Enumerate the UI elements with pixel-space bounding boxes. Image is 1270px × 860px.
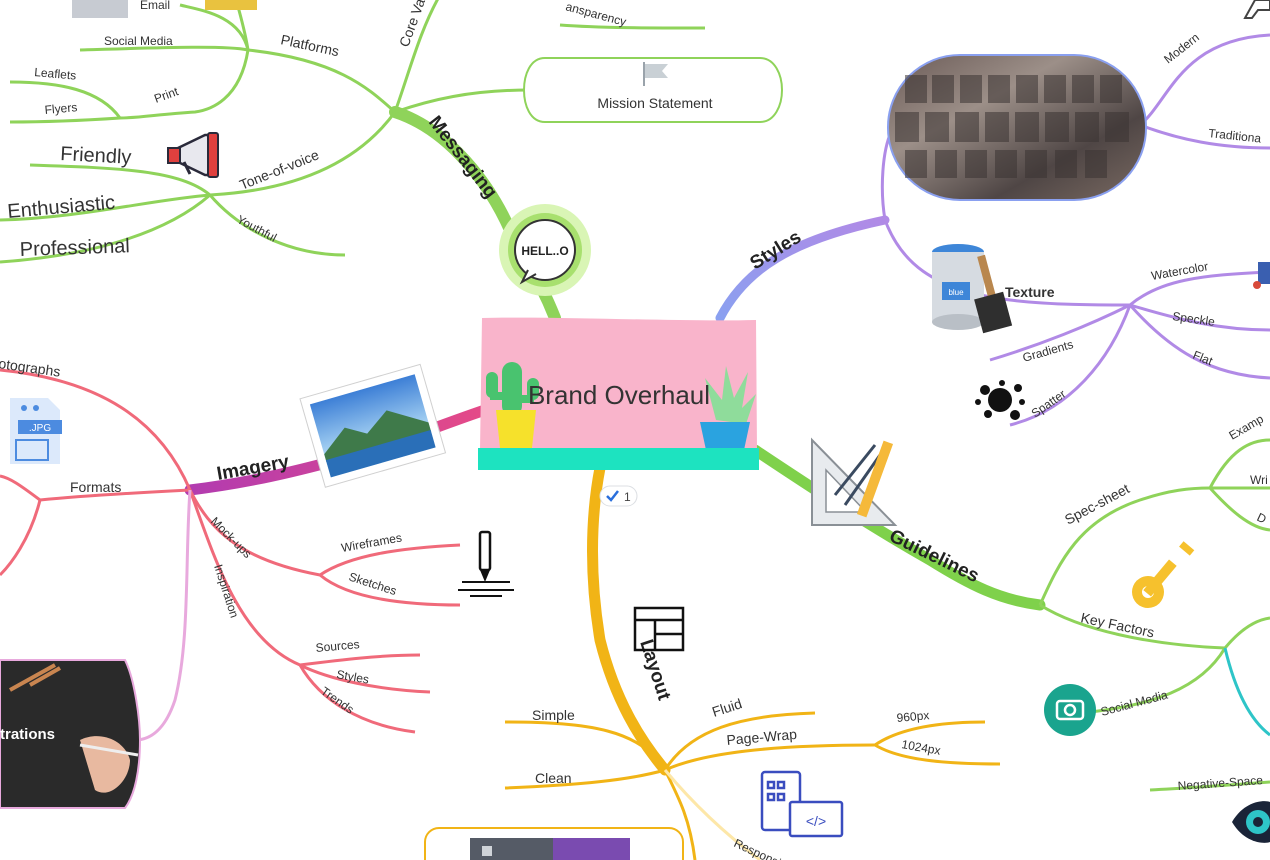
responsive-link [663, 769, 761, 860]
styles-links [880, 33, 1270, 427]
messaging-label: Messaging [424, 112, 501, 202]
messaging-branch[interactable]: Messaging Core Va ansparency Platforms E… [0, 0, 784, 324]
layout-preview-card[interactable] [424, 827, 684, 860]
imagery-links [0, 368, 461, 734]
friendly-label: Friendly [60, 143, 132, 169]
guidelines-label: Guidelines [886, 526, 983, 587]
layout-window-icon [633, 606, 685, 652]
print-label: Print [152, 84, 181, 106]
texture-label: Texture [1005, 284, 1055, 300]
landscape-photo-image[interactable] [299, 363, 447, 488]
traditional-label: Traditiona [1208, 126, 1262, 145]
social-media-label: Social Media [104, 34, 173, 48]
illustrations-label: trations [0, 726, 55, 743]
d-label: D [1255, 510, 1269, 526]
1024px-label: 1024px [900, 737, 941, 758]
letterpress-blocks [895, 75, 1129, 178]
enthusiastic-label: Enthusiastic [7, 192, 116, 223]
key-icon [1132, 541, 1195, 608]
professional-label: Professional [19, 235, 130, 261]
watercolor-label: Watercolor [1150, 259, 1209, 283]
responsive-label: Responsi [732, 836, 783, 860]
negative-space-label: Negative-Space [1177, 773, 1263, 793]
responsive-devices-icon: </> [760, 770, 844, 838]
jpg-file-icon: .JPG [10, 398, 62, 464]
paint-can-text: blue [948, 288, 964, 297]
pen-tool-icon [458, 530, 514, 597]
camera-icon [1044, 684, 1096, 736]
photographs-label: otographs [0, 355, 61, 380]
speckle-label: Speckle [1172, 309, 1217, 329]
flyers-label: Flyers [44, 100, 78, 117]
cactus-icon [486, 362, 539, 448]
central-title: Brand Overhaul [528, 380, 710, 410]
pen-outline-icon [1243, 0, 1270, 19]
layout-trunk [587, 462, 671, 776]
sources-label: Sources [315, 637, 360, 655]
mission-statement-label: Mission Statement [597, 95, 712, 111]
geometry-tools-icon [811, 437, 898, 526]
styles-inspiration-label: Styles [335, 667, 370, 686]
typography-image[interactable] [887, 54, 1147, 201]
illustrations-link [134, 489, 192, 742]
task-count: 1 [624, 490, 631, 504]
key-factors-teal-link [1223, 647, 1270, 737]
envelope-icon [72, 0, 128, 18]
jpg-file-label: .JPG [29, 423, 51, 434]
messaging-links [0, 0, 706, 264]
wri-label: Wri [1250, 473, 1268, 487]
960px-label: 960px [896, 708, 930, 725]
succulent-icon [700, 366, 756, 450]
paint-can-icon: blue [932, 244, 1013, 334]
email-label: Email [140, 0, 170, 12]
examples-label: Examp [1227, 412, 1267, 443]
guidelines-links [1038, 438, 1270, 792]
megaphone-icon [167, 132, 219, 178]
eye-icon [1232, 801, 1270, 843]
simple-label: Simple [532, 707, 575, 723]
page-wrap-label: Page-Wrap [726, 726, 798, 748]
layout-links [504, 711, 1001, 860]
flag-icon [643, 62, 668, 86]
fluid-label: Fluid [710, 695, 744, 720]
central-topic[interactable]: Brand Overhaul 1 [478, 317, 759, 507]
folder-icon [205, 0, 257, 10]
checkmark-icon [606, 490, 619, 502]
formats-label: Formats [70, 479, 121, 495]
guidelines-trunk [749, 444, 1046, 611]
clean-label: Clean [535, 770, 572, 786]
mission-statement-node[interactable]: Mission Statement [522, 57, 784, 123]
spatter-label: Spatter [1029, 387, 1069, 421]
youthful-label: Youthful [235, 212, 279, 245]
layout-branch[interactable]: Layout Simple Clean Fluid Page-Wrap 960p… [424, 462, 1001, 860]
trends-label: Trends [318, 684, 356, 717]
guidelines-branch[interactable]: Guidelines Spec-sheet Examp Wri D Key Fa… [749, 412, 1270, 843]
leaflets-label: Leaflets [34, 65, 77, 83]
svg-text:</>: </> [806, 813, 826, 829]
task-badge[interactable]: 1 [599, 485, 638, 507]
guideline-social-media-label: Social Media [1099, 688, 1169, 719]
inspiration-label: Inspiration [211, 563, 241, 620]
core-values-label: Core Va [396, 0, 428, 49]
hello-text: HELL..O [521, 244, 568, 258]
speech-bubble-icon: HELL..O [499, 204, 591, 296]
splat-icon [975, 380, 1025, 420]
styles-trunk [715, 215, 890, 323]
styles-branch[interactable]: Styles Modern Traditiona blue [715, 0, 1270, 427]
illustrations-image[interactable]: trations [0, 659, 142, 809]
imagery-branch[interactable]: Imagery otographs Formats Mock-ups Wiref… [0, 355, 514, 809]
shelf [478, 448, 759, 470]
paintbrush-icon [1253, 262, 1270, 289]
